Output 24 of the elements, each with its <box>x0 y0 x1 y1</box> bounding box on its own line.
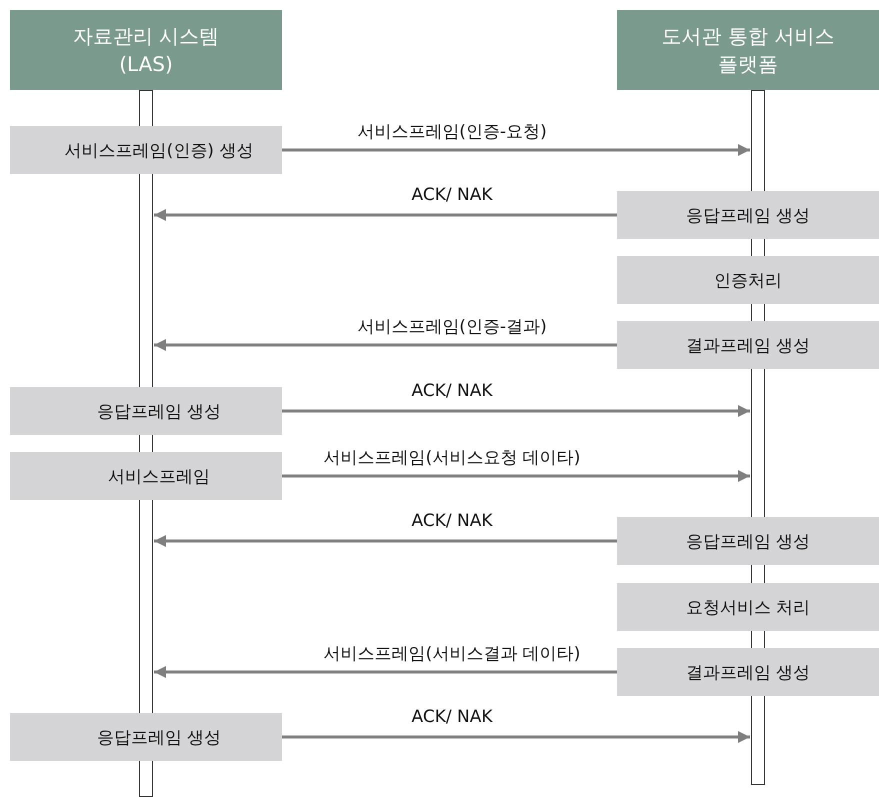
process-box: 요청서비스 처리 <box>617 583 879 631</box>
edge-label: ACK/ NAK <box>410 381 494 401</box>
process-box: 응답프레임 생성 <box>617 517 879 565</box>
process-box: 응답프레임 생성 <box>617 191 879 239</box>
arrow <box>282 144 750 156</box>
arrow <box>154 339 617 351</box>
process-box: 결과프레임 생성 <box>617 321 879 369</box>
process-box: 서비스프레임(인증) 생성 <box>10 126 282 174</box>
participant-header: 도서관 통합 서비스 플랫폼 <box>617 10 879 90</box>
arrow <box>154 666 617 678</box>
participant-header: 자료관리 시스템 (LAS) <box>10 10 282 90</box>
arrow <box>154 535 617 547</box>
edge-label: ACK/ NAK <box>410 707 494 727</box>
process-box: 서비스프레임 <box>10 452 282 500</box>
edge-label: ACK/ NAK <box>410 511 494 531</box>
arrow <box>282 405 750 417</box>
process-box: 인증처리 <box>617 256 879 304</box>
arrow <box>154 209 617 221</box>
process-box: 결과프레임 생성 <box>617 648 879 696</box>
edge-label: ACK/ NAK <box>410 185 494 205</box>
arrow <box>282 731 750 743</box>
process-box: 응답프레임 생성 <box>10 387 282 435</box>
arrow <box>282 470 750 482</box>
process-box: 응답프레임 생성 <box>10 713 282 761</box>
